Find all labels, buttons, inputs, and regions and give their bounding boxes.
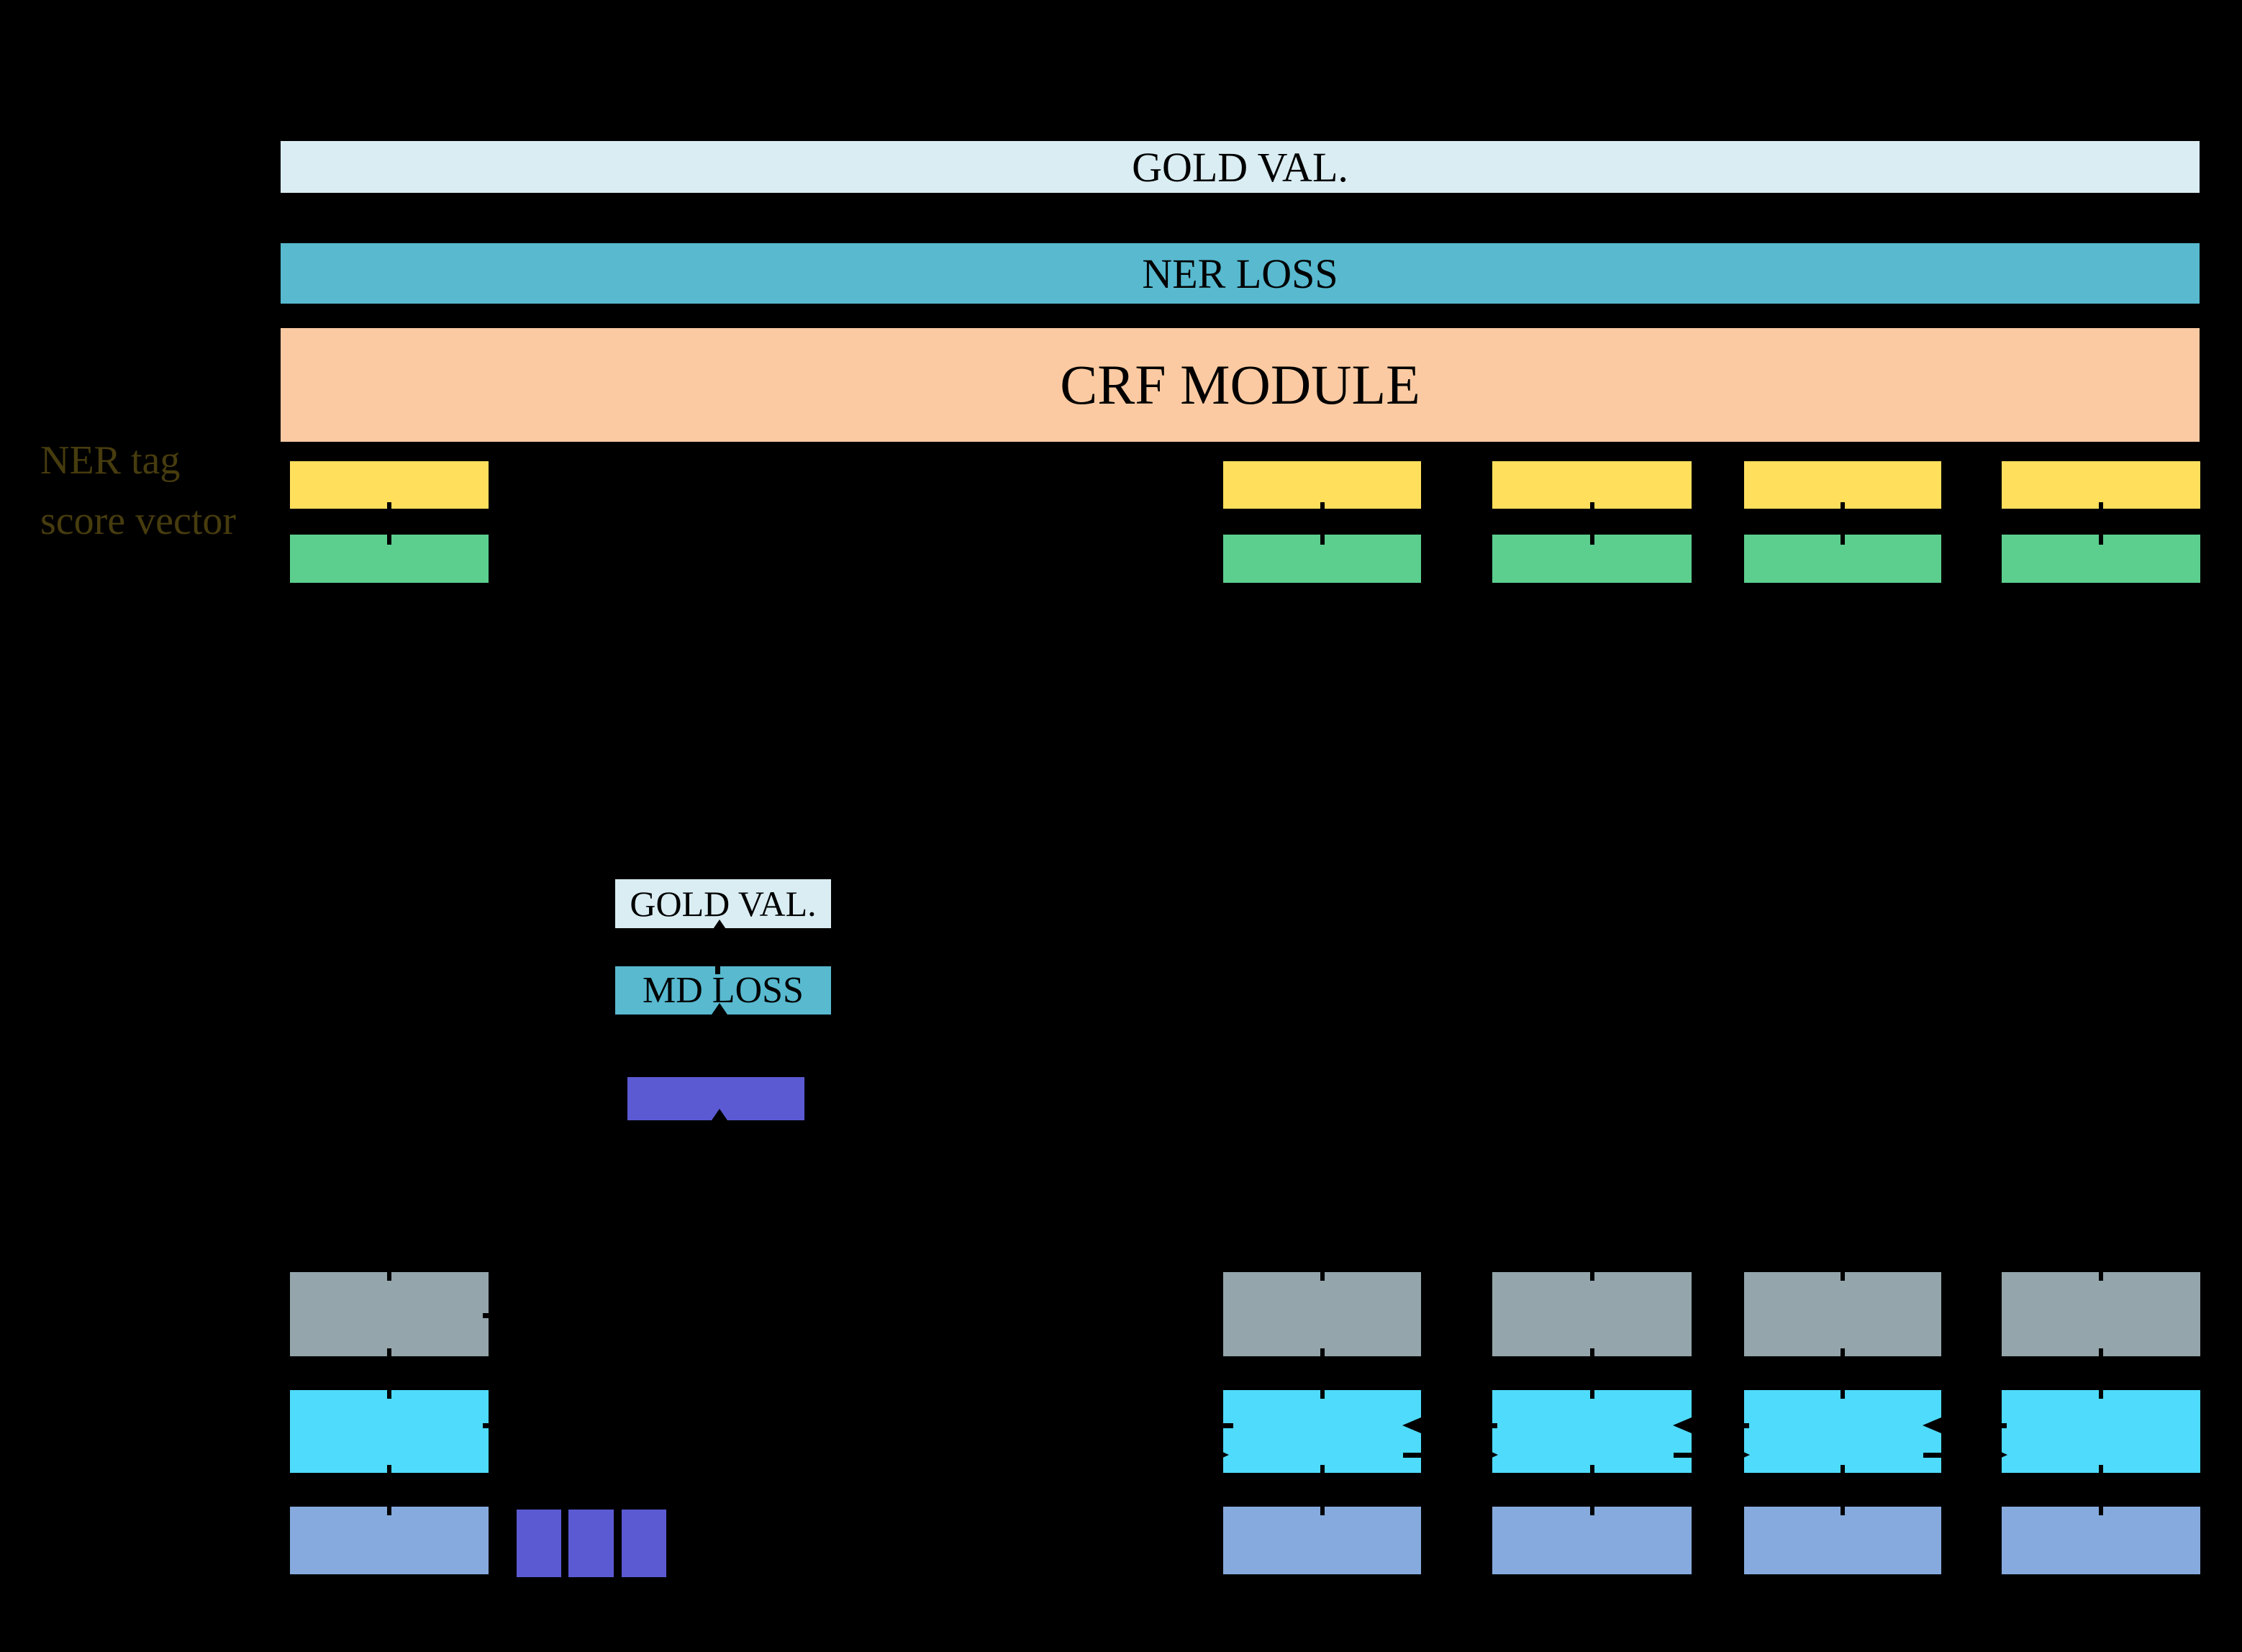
crf-module-bar: CRF MODULE	[281, 328, 2200, 442]
arrow-tick	[1841, 1499, 1845, 1515]
ner-loss-bar-label: NER LOSS	[1142, 250, 1338, 297]
arrow-tick	[1320, 1499, 1325, 1515]
ner-tag-score-vector-col4	[1744, 461, 1941, 509]
arrow-tick	[1590, 530, 1594, 545]
arrow-stem	[1941, 1423, 2007, 1428]
purple-square-3	[622, 1510, 666, 1577]
cyan-lstm-cell-col1	[290, 1390, 489, 1473]
right-arrowhead-icon	[1482, 1448, 1498, 1462]
arrow-tick	[2099, 1263, 2103, 1281]
arrow-tick	[1320, 502, 1325, 511]
arrow-stem	[1692, 1423, 1749, 1428]
up-arrowhead-icon	[710, 920, 729, 933]
right-arrowhead-icon	[1213, 1448, 1229, 1462]
left-arrowhead-icon	[1673, 1417, 1692, 1433]
arrow-tick	[2099, 1499, 2103, 1515]
arrow-stem	[715, 1122, 720, 1161]
up-arrowhead-icon	[710, 1109, 729, 1122]
arrow-tick	[1590, 1348, 1594, 1358]
ner-tag-score-vector-col2	[1223, 461, 1421, 509]
arrow-tick	[1590, 1499, 1594, 1515]
ner-tag-score-vector-label-line1: NER tag	[40, 438, 181, 483]
arrow-stem	[483, 1313, 494, 1318]
ner-tag-score-vector-col3	[1492, 461, 1692, 509]
gray-vector-col4	[1744, 1272, 1941, 1356]
right-arrowhead-icon	[1734, 1448, 1750, 1462]
arrow-tick	[2099, 1383, 2103, 1399]
gray-vector-col1	[290, 1272, 489, 1356]
arrow-stem	[715, 1015, 720, 1076]
blue-embedding-col5	[2002, 1507, 2200, 1574]
arrow-stem	[1403, 1453, 1482, 1458]
ner-tag-score-vector-label: NER tag score vector	[40, 430, 236, 551]
arrow-tick	[387, 1348, 391, 1358]
up-arrowhead-icon	[710, 1003, 729, 1017]
left-arrowhead-icon	[1923, 1417, 1941, 1433]
cyan-lstm-cell-col5	[2002, 1390, 2200, 1473]
arrow-tick	[387, 1499, 391, 1515]
gold-val-bar: GOLD VAL.	[281, 141, 2200, 193]
blue-embedding-col3	[1492, 1507, 1692, 1574]
ner-loss-bar: NER LOSS	[281, 243, 2200, 304]
arrow-tick	[1320, 1383, 1325, 1399]
arrow-tick	[1320, 1263, 1325, 1281]
arrow-tick	[1590, 502, 1594, 511]
md-gold-val-box-label: GOLD VAL.	[630, 884, 817, 924]
arrow-tick	[2099, 502, 2103, 511]
gray-vector-col3	[1492, 1272, 1692, 1356]
left-arrowhead-icon	[1402, 1417, 1421, 1433]
arrow-tick	[2099, 530, 2103, 545]
blue-embedding-col4	[1744, 1507, 1941, 1574]
gold-val-bar-label: GOLD VAL.	[1132, 143, 1348, 191]
arrow-stem	[1674, 1453, 1734, 1458]
right-arrowhead-icon	[1992, 1448, 2007, 1462]
gray-vector-col5	[2002, 1272, 2200, 1356]
arrow-tick	[387, 1465, 391, 1475]
arrow-tick	[1841, 502, 1845, 511]
arrow-tick	[1320, 1348, 1325, 1358]
ner-tag-score-vector-col5	[2002, 461, 2200, 509]
arrow-tick	[1841, 530, 1845, 545]
arrow-tick	[387, 502, 391, 511]
arrow-tick	[1590, 1383, 1594, 1399]
arrow-stem	[715, 931, 720, 974]
cyan-lstm-cell-col3	[1492, 1390, 1692, 1473]
arrow-stem	[1421, 1423, 1497, 1428]
arrow-tick	[1320, 1465, 1325, 1475]
arrow-tick	[387, 1383, 391, 1399]
md-gold-val-box: GOLD VAL.	[615, 879, 831, 928]
cyan-lstm-cell-col4	[1744, 1390, 1941, 1473]
ner-tag-score-vector-col1	[290, 461, 489, 509]
arrow-tick	[1841, 1383, 1845, 1399]
ner-tag-score-vector-label-line2: score vector	[40, 499, 237, 543]
blue-embedding-col1	[290, 1507, 489, 1574]
arrow-tick	[387, 1263, 391, 1281]
arrow-tick	[1320, 530, 1325, 545]
crf-module-bar-label: CRF MODULE	[1060, 353, 1420, 416]
purple-square-1	[517, 1510, 561, 1577]
purple-square-2	[568, 1510, 614, 1577]
arrow-tick	[1590, 1263, 1594, 1281]
arrow-tick	[2099, 1348, 2103, 1358]
gray-vector-col2	[1223, 1272, 1421, 1356]
arrow-stem	[483, 1423, 1233, 1428]
arrow-stem	[1923, 1453, 1992, 1458]
cyan-lstm-cell-col2	[1223, 1390, 1421, 1473]
arrow-tick	[1590, 1465, 1594, 1475]
arrow-tick	[1841, 1465, 1845, 1475]
blue-embedding-col2	[1223, 1507, 1421, 1574]
arrow-tick	[2099, 1465, 2103, 1475]
arrow-tick	[387, 530, 391, 545]
arrow-tick	[1841, 1263, 1845, 1281]
arrow-tick	[1841, 1348, 1845, 1358]
